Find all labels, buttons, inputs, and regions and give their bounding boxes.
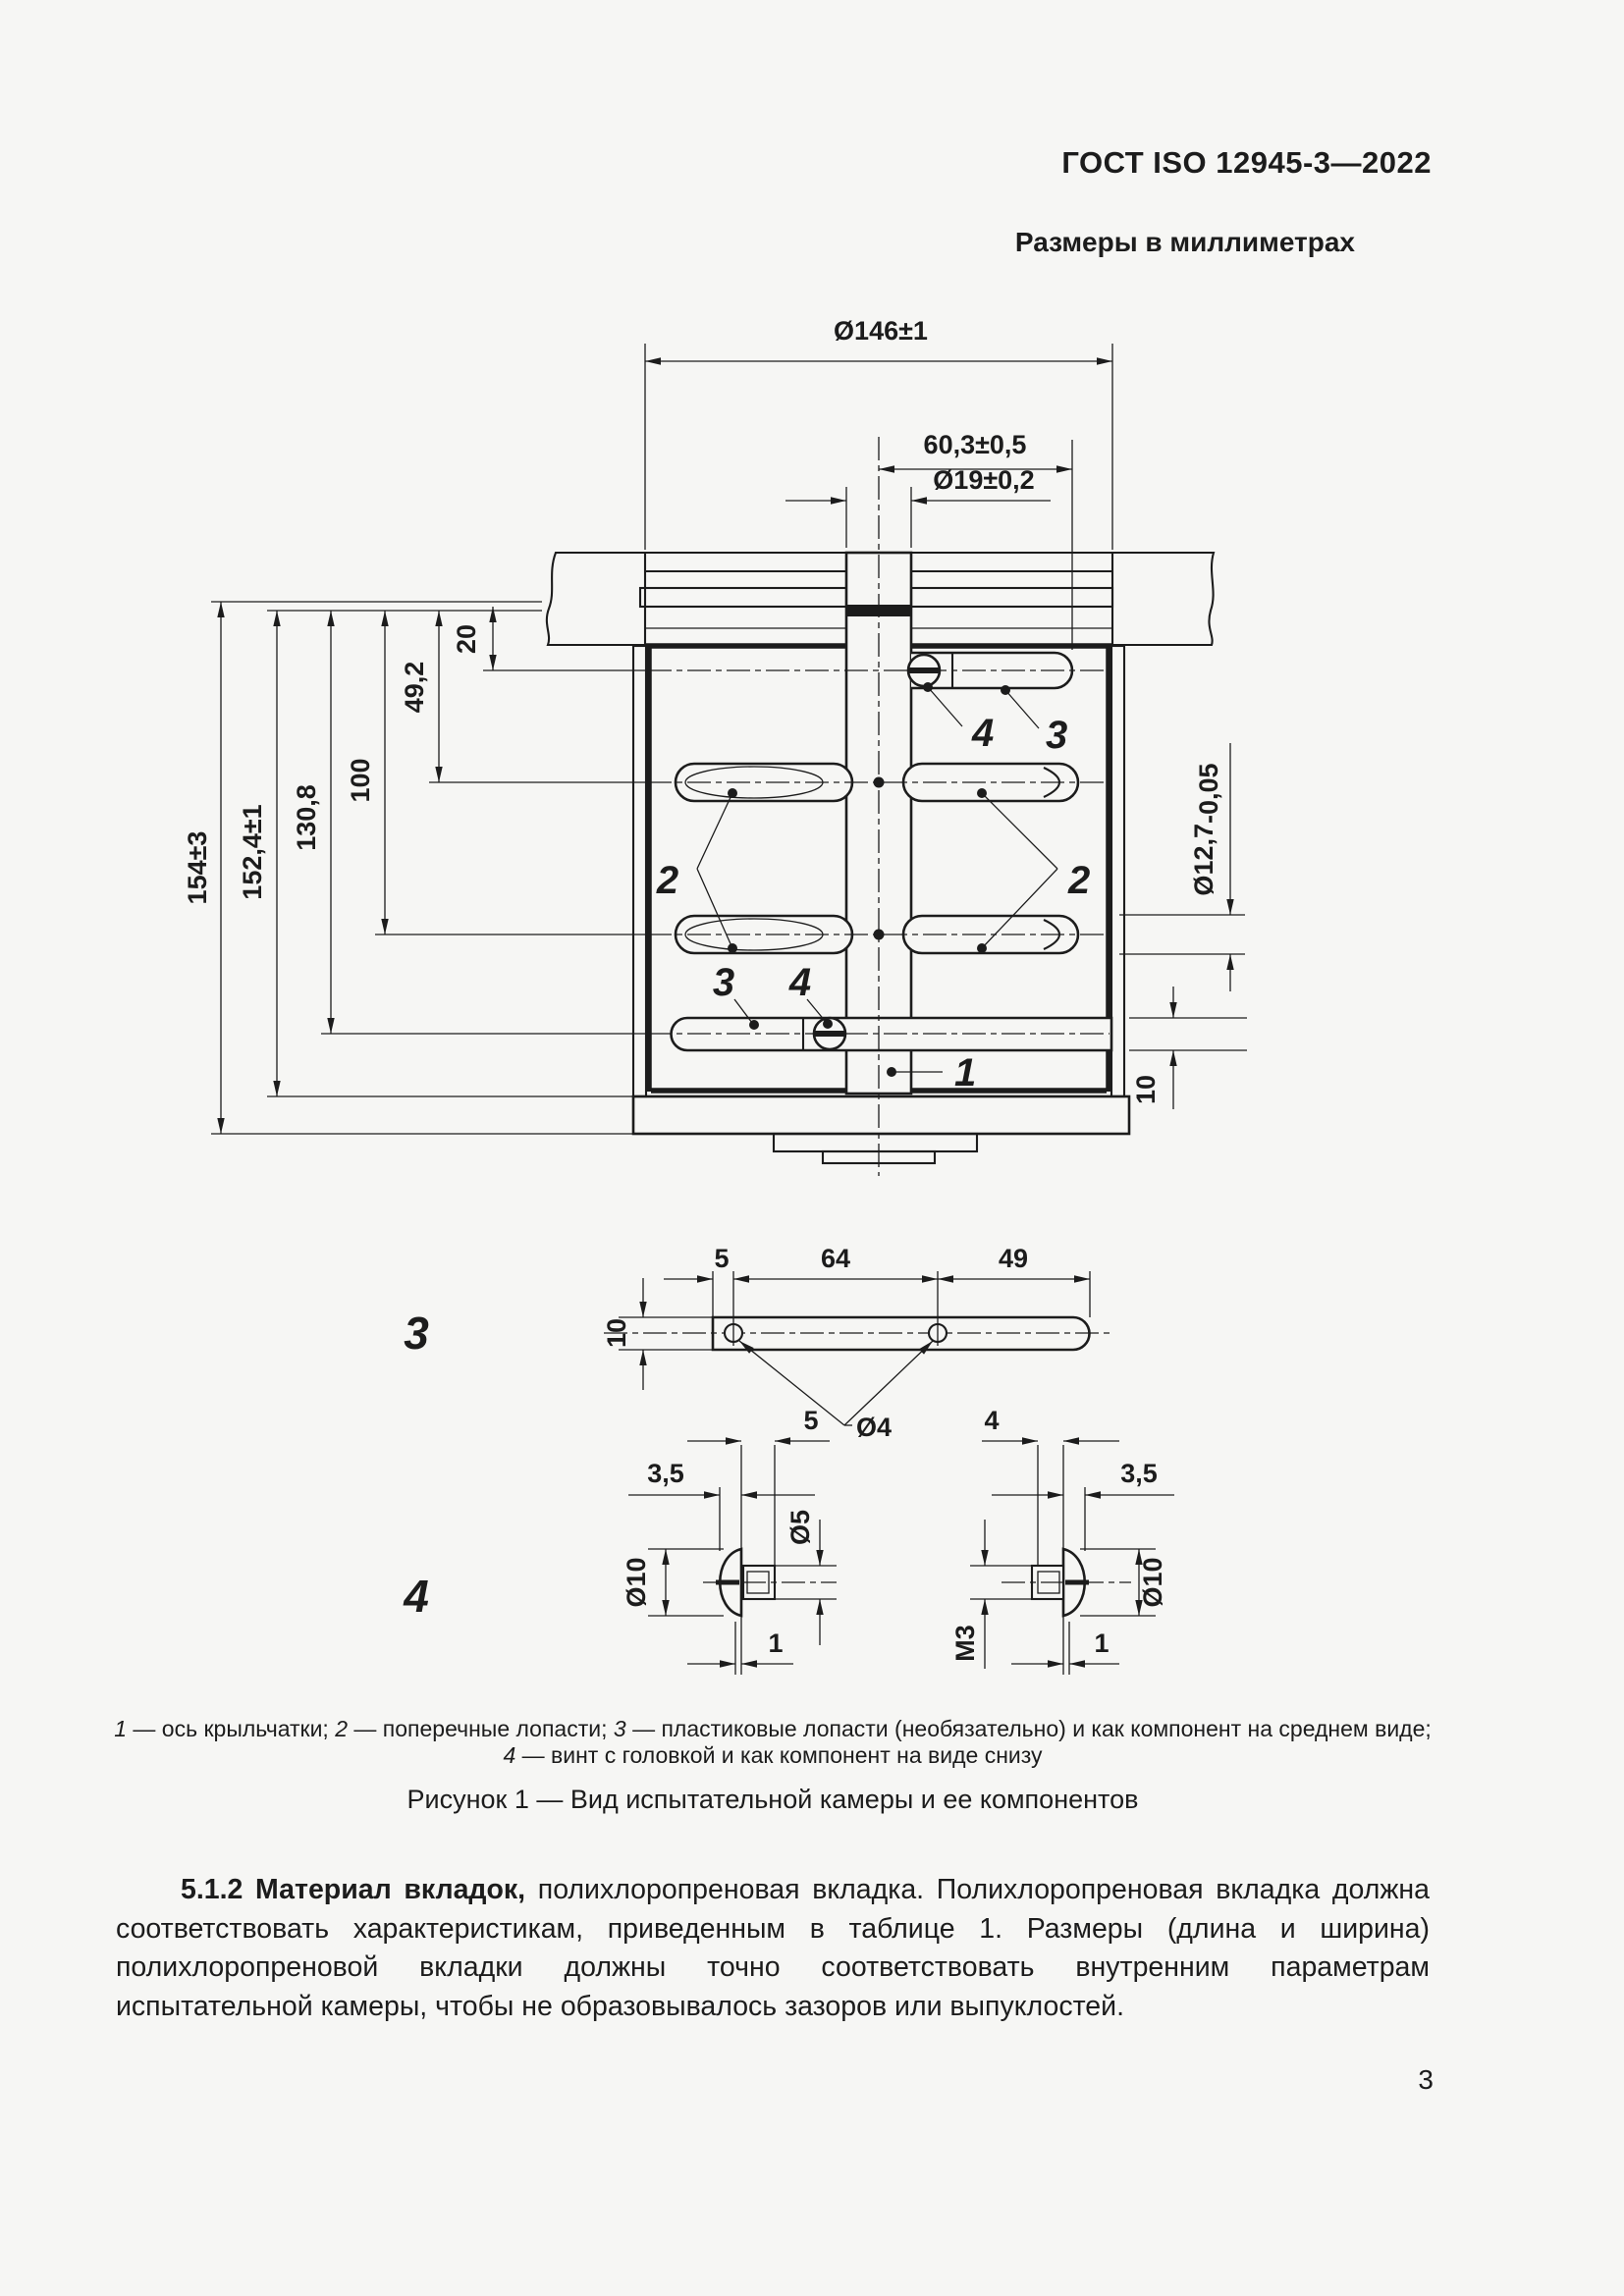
dim-screw-head-height-right: 3,5 xyxy=(1120,1459,1158,1488)
lid-plate xyxy=(638,586,848,609)
mount-block-left xyxy=(545,551,647,647)
clause-number: 5.1.2 xyxy=(181,1874,256,1905)
callout-screw-top: 4 xyxy=(971,712,994,755)
dim-screw-head-height-left: 3,5 xyxy=(647,1459,684,1488)
chamber-wall-left xyxy=(631,644,648,1098)
dim-total-height: 154±3 xyxy=(183,831,212,905)
dim-lower-rod-height: 100 xyxy=(346,758,375,802)
dim-bottom-gap: 10 xyxy=(1131,1075,1161,1104)
callout-screw-bottom: 4 xyxy=(788,961,811,1004)
legend-text-4: — винт с головкой и как компонент на вид… xyxy=(515,1742,1043,1768)
dim-upper-rod-height: 49,2 xyxy=(400,662,429,714)
blade-view-label: 3 xyxy=(404,1308,429,1359)
legend-text-2: — поперечные лопасти; xyxy=(348,1716,614,1741)
screw-left-view: 5 3,5 Ø5 Ø10 1 xyxy=(622,1406,837,1675)
dim-screw-lip-left: 1 xyxy=(768,1629,783,1658)
dim-bottom-blade-height: 130,8 xyxy=(292,784,321,851)
legend-line-2: 4 — винт с головкой и как компонент на в… xyxy=(88,1742,1457,1769)
callout-plastic-blade-top: 3 xyxy=(1046,714,1067,757)
legend-key-2: 2 xyxy=(335,1716,349,1741)
dim-blade-hole-spacing: 64 xyxy=(821,1244,850,1273)
dim-screw-thread: M3 xyxy=(950,1625,980,1662)
dim-rod-diameter: Ø12,7-0,05 xyxy=(1189,763,1223,895)
dim-shaft-diameter: Ø19±0,2 xyxy=(933,465,1034,495)
screw-view-label: 4 xyxy=(403,1571,429,1622)
chamber-wall-right xyxy=(1110,644,1126,1098)
dim-inner-height: 152,4±1 xyxy=(238,804,267,899)
dim-screw-shank-length: 5 xyxy=(803,1406,818,1435)
dim-screw-thread-length: 4 xyxy=(984,1406,999,1435)
legend-key-4: 4 xyxy=(503,1742,516,1768)
dim-blade-hole-diameter: Ø4 xyxy=(856,1413,892,1442)
legend-text-3: — пластиковые лопасти (необязательно) и … xyxy=(625,1716,1432,1741)
clause-paragraph: 5.1.2 Материал вкладок, полихлоропренова… xyxy=(116,1871,1430,2026)
clause-term: Материал вкладок, xyxy=(255,1874,526,1905)
dim-chamber-diameter: Ø146±1 xyxy=(834,316,928,346)
callout-shaft: 1 xyxy=(954,1051,976,1095)
dim-screw-shank-diameter: Ø5 xyxy=(785,1510,815,1545)
figure-caption: Рисунок 1 — Вид испытательной камеры и е… xyxy=(406,1785,1139,1814)
main-section-view: Ø146±1 60,3±0,5 Ø19±0,2 154±3 152,4±1 13… xyxy=(183,316,1247,1176)
dim-top-blade-length: 60,3±0,5 xyxy=(924,430,1027,459)
dim-screw-head-diameter-right: Ø10 xyxy=(1138,1557,1167,1607)
callout-cross-blades-left: 2 xyxy=(656,859,678,902)
dim-blade-tip: 49 xyxy=(999,1244,1028,1273)
legend-key-3: 3 xyxy=(613,1716,626,1741)
legend-key-1: 1 xyxy=(114,1716,128,1741)
document-code: ГОСТ ISO 12945-3—2022 xyxy=(1061,145,1432,180)
dim-blade-width: 10 xyxy=(602,1318,631,1348)
mount-block-right xyxy=(1110,551,1216,647)
units-note: Размеры в миллиметрах xyxy=(1014,227,1355,257)
screw-right-view: 4 3,5 M3 Ø10 1 xyxy=(950,1406,1174,1675)
dim-top-blade-height: 20 xyxy=(452,624,481,654)
dim-blade-end-offset: 5 xyxy=(714,1244,729,1273)
chamber-base xyxy=(631,1095,1131,1136)
legend-line-1: 1 — ось крыльчатки; 2 — поперечные лопас… xyxy=(88,1716,1457,1742)
callout-cross-blades-right: 2 xyxy=(1067,859,1090,902)
figure-legend: 1 — ось крыльчатки; 2 — поперечные лопас… xyxy=(88,1716,1457,1769)
dim-screw-head-diameter-left: Ø10 xyxy=(622,1557,651,1607)
clause-text: полихлоропреновая вкладка. Полихлоропрен… xyxy=(116,1874,1430,2022)
base-hub xyxy=(772,1132,979,1153)
callout-plastic-blade-bottom: 3 xyxy=(713,961,734,1004)
dim-screw-lip-right: 1 xyxy=(1094,1629,1109,1658)
page-number: 3 xyxy=(1418,2064,1434,2095)
screw-component-view: 4 5 3,5 Ø5 xyxy=(403,1406,1174,1675)
blade-component-view: 3 5 64 49 10 Ø4 xyxy=(404,1244,1114,1442)
legend-text-1: — ось крыльчатки; xyxy=(127,1716,336,1741)
